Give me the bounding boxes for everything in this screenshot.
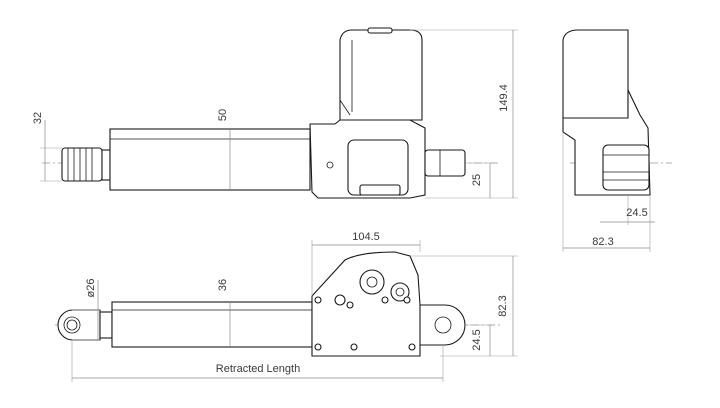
dim-gearbox-length: 104.5: [352, 231, 380, 243]
dim-end-view-offset: 24.5: [626, 207, 647, 219]
actuator-top-view: 104.5 ø26 36 82.3 24.5 Retracted Length: [55, 231, 518, 382]
dim-overall-height-side: 149.4: [498, 84, 510, 112]
dim-retracted-length: Retracted Length: [216, 363, 300, 375]
dim-clevis-offset-side: 25: [471, 174, 483, 186]
dim-tube-height-bottom: 36: [217, 279, 229, 291]
actuator-side-view: 32 50 149.4 25: [32, 27, 518, 199]
actuator-end-view: 24.5 82.3: [562, 29, 672, 252]
dim-end-view-width: 82.3: [592, 236, 613, 248]
dim-rod-diameter-bottom: ø26: [85, 279, 97, 298]
dim-overall-height-bottom: 82.3: [497, 295, 509, 316]
dim-rod-diameter-top: 32: [32, 112, 44, 124]
dim-tube-height-top: 50: [217, 109, 229, 121]
dim-clevis-offset-bottom: 24.5: [471, 329, 483, 350]
